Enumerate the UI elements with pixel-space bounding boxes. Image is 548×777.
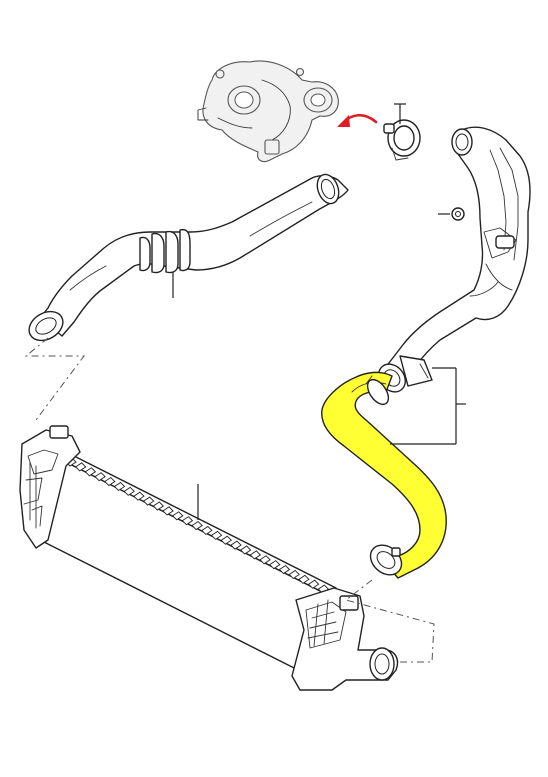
hose-clamp-upper-yellow (365, 375, 390, 406)
intercooler-fin (172, 511, 184, 521)
group-bracket (390, 367, 466, 445)
intercooler-fin (298, 574, 310, 584)
intercooler-fin (181, 516, 194, 526)
intercooler-fin (307, 579, 320, 589)
upper-outlet-pipe (377, 126, 531, 393)
intercooler-fin (84, 467, 97, 477)
intercooler-fin (113, 481, 126, 492)
intercooler-fin (152, 501, 165, 511)
intercooler-fin (133, 491, 145, 501)
intercooler-fin (269, 560, 281, 570)
intercooler-fin (220, 535, 232, 545)
intercooler-fin (288, 569, 300, 580)
intercooler-fin (162, 506, 174, 516)
intercooler-fin (210, 530, 223, 540)
intercooler-fin (142, 496, 155, 506)
intercooler-fin (74, 462, 87, 472)
intercooler-fin (239, 545, 252, 555)
hose-clamp-top (383, 119, 421, 161)
intercooler-fin (123, 486, 135, 496)
intercooler-fin (278, 564, 291, 575)
intercooler-fin (249, 550, 262, 560)
intercooler (19, 425, 399, 691)
bolt (438, 207, 465, 221)
upper-left-hose (28, 173, 349, 342)
intercooler-fin (94, 472, 106, 482)
red-direction-arrow (337, 113, 378, 127)
turbocharger (197, 60, 339, 163)
intercooler-fin (201, 525, 213, 536)
hose-clamp-lower-yellow (369, 544, 403, 576)
intercooler-fin (191, 520, 203, 531)
intercooler-fin (259, 555, 271, 565)
alignment-lines (24, 337, 435, 663)
intercooler-fin (230, 540, 242, 550)
intercooler-fin (104, 476, 116, 487)
intercooler-fins (65, 457, 339, 599)
